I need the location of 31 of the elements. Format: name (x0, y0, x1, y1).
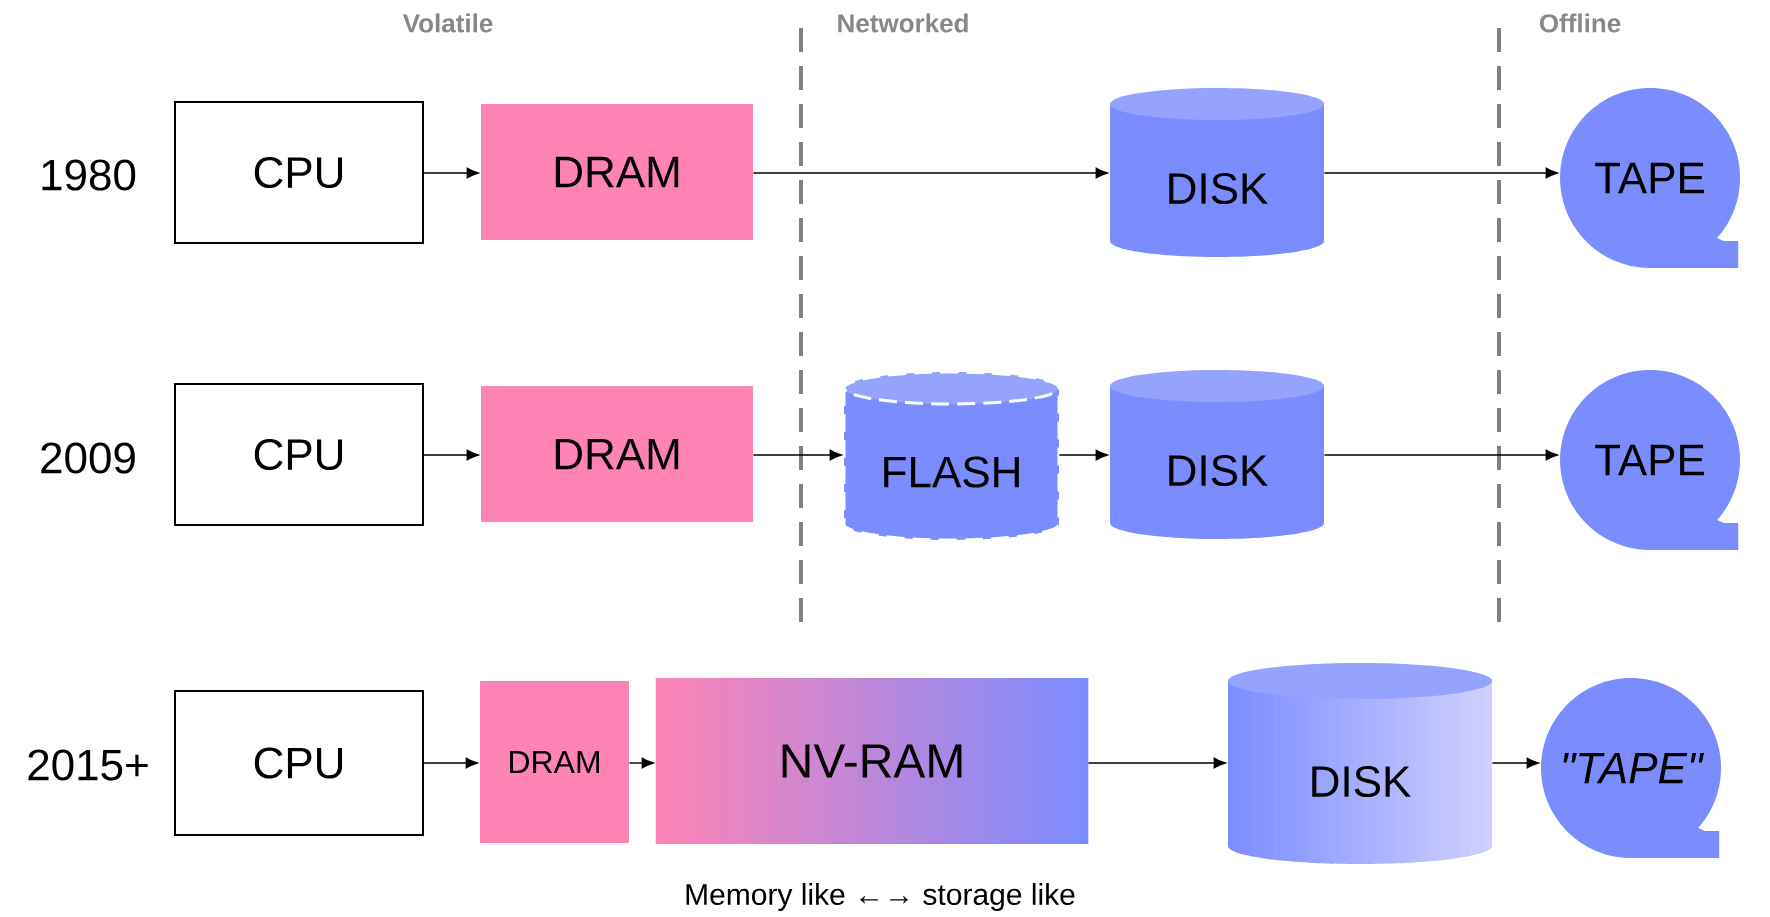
memory-box: DRAM (481, 386, 753, 522)
arrow (1323, 167, 1558, 179)
column-heading: Networked (838, 13, 968, 33)
arrow (628, 757, 654, 769)
storage-cylinder: DISK (1110, 370, 1324, 539)
column-heading: Volatile (402, 13, 493, 33)
storage-cylinder: DISK (1228, 663, 1492, 864)
column-heading: Offline (1539, 13, 1621, 33)
axis-caption: Memory like ←→ storage like (686, 883, 1075, 911)
arrow (1323, 449, 1558, 461)
arrow (423, 757, 478, 769)
storage-cylinder: DISK (1110, 88, 1324, 257)
arrow (1087, 757, 1226, 769)
cpu-box: CPU (174, 101, 424, 244)
arrow (423, 449, 479, 461)
arrow (1491, 757, 1539, 769)
tape-reel: "TAPE" (1541, 678, 1721, 858)
memory-box: DRAM (480, 681, 629, 843)
tape-reel: TAPE (1560, 370, 1740, 550)
memory-box: DRAM (481, 104, 753, 240)
memory-box: NV-RAM (655, 678, 1089, 844)
arrow (423, 167, 479, 179)
cpu-box: CPU (174, 383, 424, 526)
arrow (1058, 449, 1108, 461)
arrow (752, 167, 1108, 179)
storage-cylinder: FLASH (842, 370, 1061, 542)
tape-reel: TAPE (1560, 88, 1740, 268)
arrow (752, 449, 842, 461)
node-label: NV-RAM (782, 744, 962, 778)
cpu-box: CPU (174, 690, 424, 836)
node-label: DISK (1312, 765, 1411, 798)
